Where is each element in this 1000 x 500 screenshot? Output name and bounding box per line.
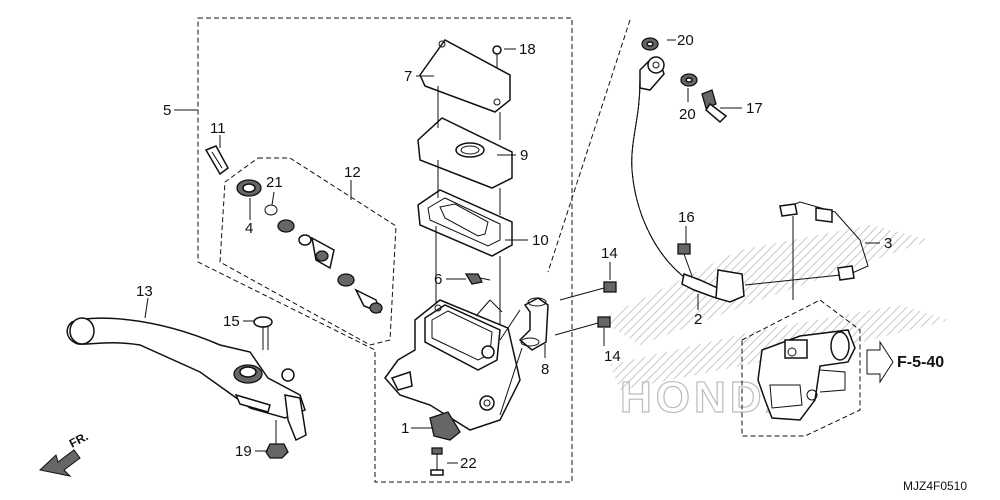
callout-1: 1: [401, 420, 409, 437]
holder-bolt-upper: [559, 281, 617, 301]
pivot-bolt-15: [253, 316, 273, 350]
piston-set-group-boundary: [219, 157, 397, 346]
callout-13: 13: [136, 283, 153, 300]
callout-17: 17: [746, 100, 763, 117]
callout-12: 12: [344, 164, 361, 181]
callouts: 5 11 12 21 4 13 15 19 7 18 9 10 6 1 22 8…: [136, 32, 892, 472]
reference-label: F-5-40: [897, 354, 944, 371]
brake-lever: [66, 317, 307, 442]
front-indicator-label: FR.: [67, 429, 91, 450]
callout-20-upper: 20: [677, 32, 694, 49]
screw-18: [492, 45, 502, 68]
callout-10: 10: [532, 232, 549, 249]
callout-19: 19: [235, 443, 252, 460]
callout-7: 7: [404, 68, 412, 85]
callout-2: 2: [694, 311, 702, 328]
bolt-6: [464, 273, 491, 285]
sealing-washer-lower: [680, 73, 698, 87]
callout-22: 22: [460, 455, 477, 472]
circlip-21: [264, 204, 278, 216]
bolt-16: [677, 243, 693, 277]
diagram-code: MJZ4F0510: [903, 479, 967, 493]
bleed-screw-11: [204, 145, 229, 176]
holder-clamp: [518, 297, 549, 351]
callout-9: 9: [520, 147, 528, 164]
callout-8: 8: [541, 361, 549, 378]
hose-group-boundary: [547, 19, 631, 273]
callout-6: 6: [434, 271, 442, 288]
reservoir-plate: [417, 117, 513, 189]
brake-pipe: [744, 201, 869, 286]
holder-bolt-lower: [554, 316, 611, 336]
boot-4: [236, 179, 262, 197]
master-cylinder-body: [384, 299, 521, 431]
master-cylinder-group-boundary: [197, 17, 573, 483]
callout-5: 5: [163, 102, 171, 119]
oil-bolt-17: [701, 89, 728, 124]
callout-20-lower: 20: [679, 106, 696, 123]
brake-hose: [631, 56, 745, 303]
nut-19: [265, 420, 289, 459]
modulator-boundary: [741, 299, 861, 437]
abs-modulator: [757, 329, 856, 421]
callout-18: 18: [519, 41, 536, 58]
sealing-washer-upper: [641, 37, 659, 51]
callout-21: 21: [266, 174, 283, 191]
screw-22: [430, 447, 444, 476]
reservoir-cover: [419, 39, 511, 113]
callout-15: 15: [223, 313, 240, 330]
reservoir-diaphragm: [417, 189, 513, 257]
callout-11: 11: [210, 120, 226, 137]
piston-parts: [277, 219, 383, 314]
leader-lines: [144, 39, 880, 464]
brake-switch: [429, 411, 461, 441]
front-direction-arrow: [38, 449, 81, 477]
reference-arrow: [866, 340, 894, 384]
callout-14-upper: 14: [601, 245, 618, 262]
callout-4: 4: [245, 220, 253, 237]
callout-3: 3: [884, 235, 892, 252]
callout-16: 16: [678, 209, 695, 226]
callout-14-lower: 14: [604, 348, 621, 365]
